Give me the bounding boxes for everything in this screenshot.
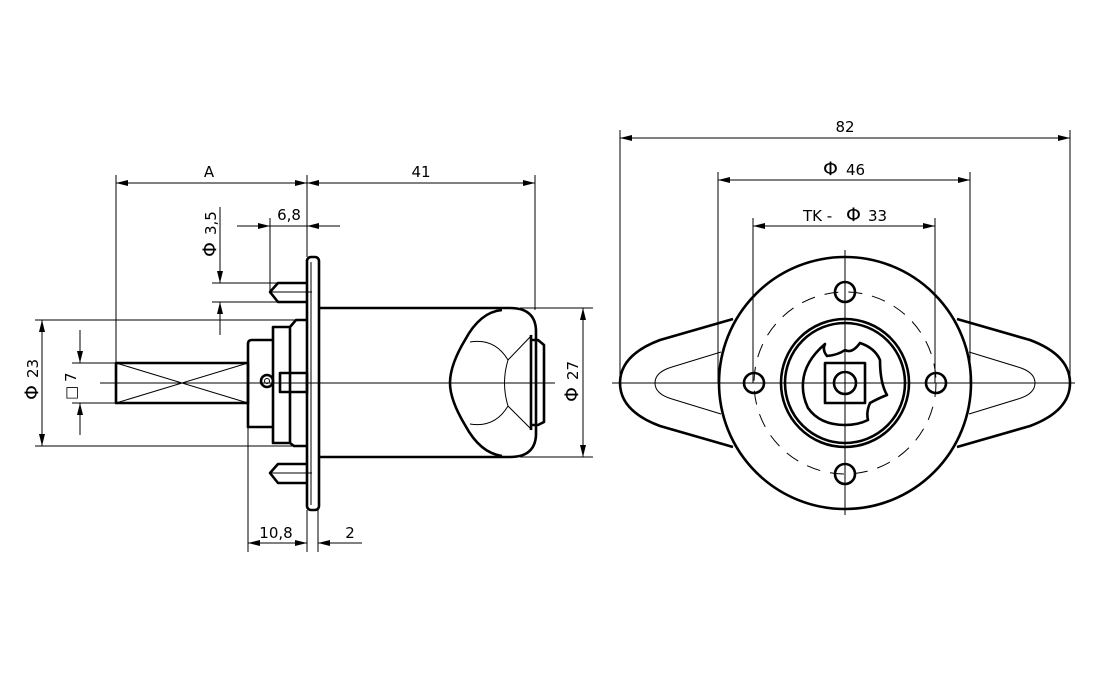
dimension-overall-width: 82 [619, 118, 1071, 383]
diameter-symbol: Φ [21, 385, 43, 400]
diameter-symbol: Φ [823, 158, 838, 180]
square-drive [823, 361, 867, 405]
dimension-label: 46 [846, 161, 865, 179]
dimension-bolt-circle: TK - Φ 33 [752, 204, 936, 383]
dimension-label: 41 [411, 163, 430, 181]
dimension-plate-thickness: 2 [318, 524, 362, 546]
mounting-holes [742, 280, 948, 486]
lock-body [319, 306, 546, 459]
side-view: A 41 6,8 Φ 3,5 [21, 163, 593, 552]
diameter-symbol: Φ [199, 242, 221, 257]
dimension-label: 2 [345, 524, 355, 542]
cylinder-ring-outer [779, 317, 911, 449]
dimension-label: 33 [868, 207, 887, 225]
dimension-hub-length: 10,8 [248, 510, 319, 552]
dimension-label: 82 [835, 118, 854, 136]
dimension-label: 23 [24, 359, 42, 378]
dimension-body-diameter: Φ 23 [21, 319, 300, 447]
dimension-label: A [204, 163, 215, 181]
dimension-A: A [115, 163, 308, 363]
mounting-pin-bottom [268, 462, 312, 485]
dimension-square: □ 7 [62, 330, 116, 435]
dimension-prefix: TK - [802, 207, 832, 225]
dimension-length: 41 [307, 163, 536, 310]
cylinder-plug [801, 341, 889, 427]
dimension-pin-diameter: Φ 3,5 [199, 207, 307, 335]
dimension-label: 7 [62, 372, 80, 382]
center-bore [832, 370, 858, 396]
dimension-label: 27 [564, 361, 582, 380]
dimension-flange-diameter: Φ 46 [717, 158, 971, 383]
hub [246, 318, 309, 552]
mounting-plate [305, 255, 321, 512]
dimension-knob-diameter: Φ 27 [520, 307, 593, 458]
front-view: 82 Φ 46 TK - Φ 33 [612, 118, 1075, 515]
diameter-symbol: Φ [846, 204, 861, 226]
dimension-label: 6,8 [277, 206, 301, 224]
diameter-symbol: Φ [561, 387, 583, 402]
dimension-label: 3,5 [202, 211, 220, 235]
dimension-pin-offset: 6,8 [237, 206, 340, 292]
square-symbol: □ [62, 386, 80, 400]
dimension-label: 10,8 [259, 524, 292, 542]
cylinder-ring-inner [783, 321, 907, 445]
